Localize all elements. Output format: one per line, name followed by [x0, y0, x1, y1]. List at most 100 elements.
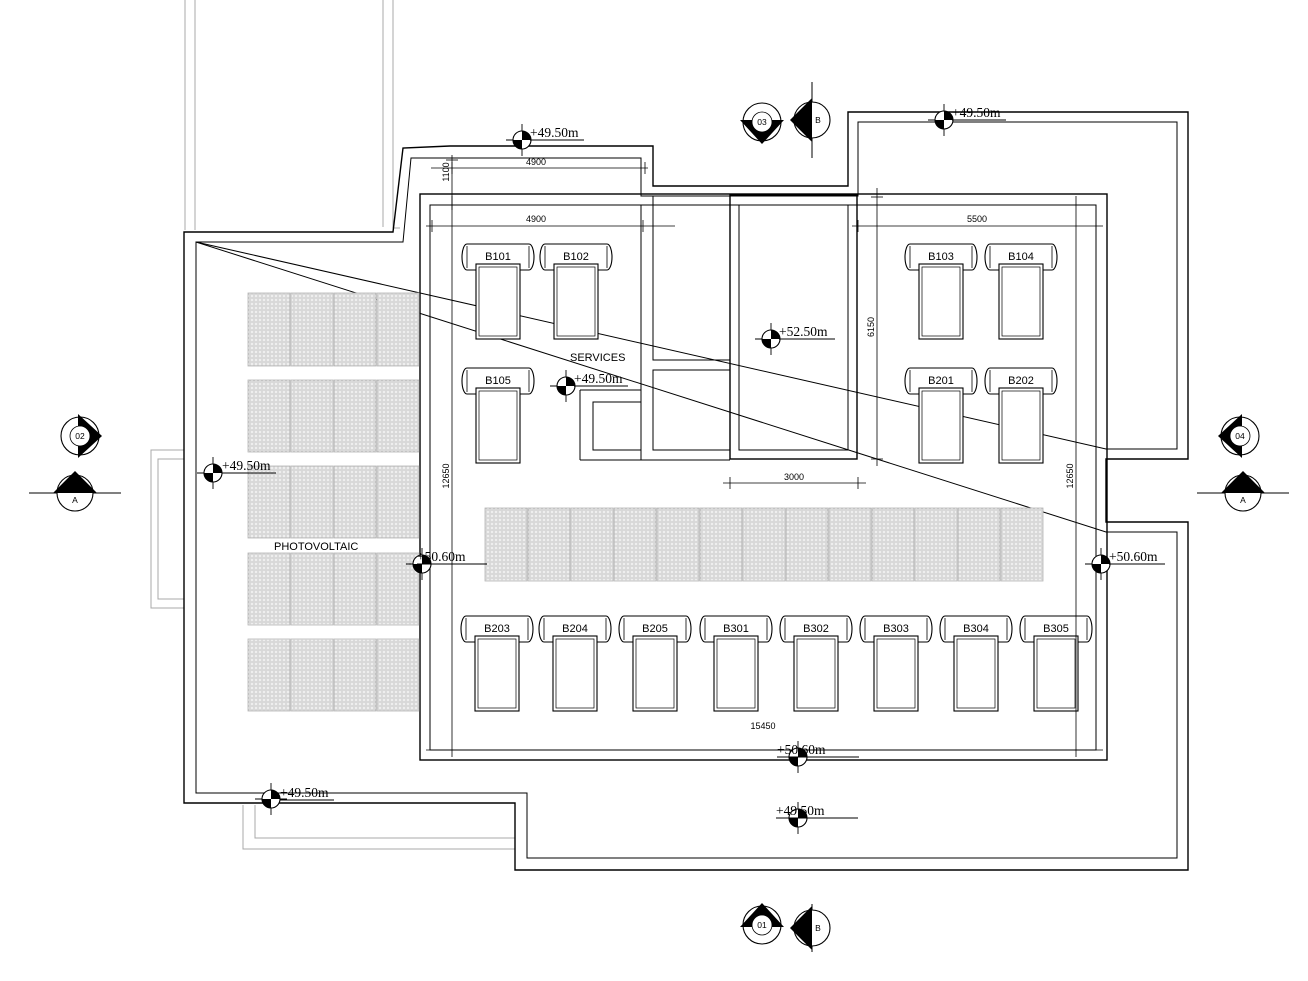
unit-bed: [998, 387, 1044, 464]
unit-b103: B103: [904, 243, 978, 340]
pv-panel: [613, 507, 657, 582]
unit-b303: B303: [859, 615, 933, 712]
pv-panel: [333, 638, 377, 712]
unit-b203: B203: [460, 615, 534, 712]
level-marker-east-edge: +50.60m: [1085, 548, 1165, 580]
dimension-12650-left: 12650: [441, 463, 451, 488]
level-value: +49.50m: [280, 785, 329, 800]
unit-b102: B102: [539, 243, 613, 340]
pv-panel: [376, 552, 420, 626]
unit-b301: B301: [699, 615, 773, 712]
photovoltaic-array-center: [484, 507, 1044, 582]
section-marker-label: A: [72, 495, 78, 505]
level-value: +50.60m: [417, 549, 466, 564]
dimension-1100: 1100: [441, 162, 451, 181]
pv-panel: [247, 379, 291, 453]
pv-panel: [247, 552, 291, 626]
dimension-4900-top: 4900: [526, 157, 546, 167]
pv-panel: [484, 507, 528, 582]
level-marker-top-left: +49.50m: [506, 124, 584, 156]
roof-outline: [183, 111, 1189, 871]
unit-label: B301: [723, 623, 749, 635]
unit-b205: B205: [618, 615, 692, 712]
pv-panel: [699, 507, 743, 582]
pv-panel: [527, 507, 571, 582]
level-value: +49.50m: [776, 803, 825, 818]
unit-b305: B305: [1019, 615, 1093, 712]
section-marker-label: B: [815, 923, 821, 933]
level-markers: +49.50m +49.50m +49.50m +52.50m +49.50m +50.6…: [197, 104, 1165, 834]
unit-b304: B304: [939, 615, 1013, 712]
unit-b302: B302: [779, 615, 853, 712]
unit-b104: B104: [984, 243, 1058, 340]
pv-panel: [828, 507, 872, 582]
photovoltaic-label: PHOTOVOLTAIC: [274, 541, 358, 553]
unit-label: B105: [485, 375, 511, 387]
pv-panel: [1000, 507, 1044, 582]
section-marker-a: A: [1197, 471, 1289, 512]
unit-b101: B101: [461, 243, 535, 340]
services-label: SERVICES: [570, 352, 625, 364]
pv-panel: [290, 292, 334, 367]
elevation-marker-02: 02: [60, 414, 102, 458]
level-value: +49.50m: [530, 125, 579, 140]
dimension-6150: 6150: [866, 317, 876, 337]
level-marker-left: +49.50m: [197, 457, 276, 489]
unit-label: B304: [963, 623, 989, 635]
dimension-12650-right: 12650: [1065, 463, 1075, 488]
level-marker-services: +49.50m: [550, 370, 628, 402]
unit-b105: B105: [461, 367, 535, 464]
unit-bed: [793, 635, 839, 712]
dimension-lines: [426, 155, 1103, 757]
section-marker-b: B: [790, 904, 831, 952]
level-value: +50.60m: [777, 742, 826, 757]
level-value: +49.50m: [222, 458, 271, 473]
level-marker-bottom-center: +49.50m: [776, 802, 858, 834]
unit-label: B302: [803, 623, 829, 635]
level-marker-top-right: +49.50m: [928, 104, 1006, 136]
section-marker-b: B: [790, 82, 831, 158]
dimension-15450: 15450: [750, 721, 775, 731]
unit-bed: [918, 263, 964, 340]
unit-label: B205: [642, 623, 668, 635]
central-void: [729, 194, 858, 460]
elevation-marker-04: 04: [1218, 414, 1260, 458]
pv-panel: [290, 552, 334, 626]
elevation-marker-label: 04: [1235, 431, 1245, 441]
unit-label: B303: [883, 623, 909, 635]
unit-label: B102: [563, 251, 589, 263]
unit-bed: [953, 635, 999, 712]
unit-bed: [998, 263, 1044, 340]
level-marker-shaft: +52.50m: [755, 323, 835, 355]
unit-label: B203: [484, 623, 510, 635]
services-walls: [579, 196, 731, 461]
pv-panel: [247, 292, 291, 367]
unit-label: B103: [928, 251, 954, 263]
unit-label: B202: [1008, 375, 1034, 387]
pv-panel: [333, 292, 377, 367]
unit-bed: [474, 635, 520, 712]
elevation-marker-label: 02: [75, 431, 85, 441]
level-value: +52.50m: [779, 324, 828, 339]
pv-panel: [333, 465, 377, 539]
pv-panel: [333, 552, 377, 626]
unit-bed: [553, 263, 599, 340]
unit-label: B201: [928, 375, 954, 387]
dimension-3000: 3000: [784, 472, 804, 482]
elevation-marker-label: 01: [757, 920, 767, 930]
section-marker-label: B: [815, 115, 821, 125]
pv-panel: [290, 379, 334, 453]
unit-label: B305: [1043, 623, 1069, 635]
unit-bed: [475, 263, 521, 340]
elevation-marker-label: 03: [757, 117, 767, 127]
level-marker-south-edge: +50.60m: [777, 741, 859, 773]
unit-bed: [475, 387, 521, 464]
unit-label: B104: [1008, 251, 1034, 263]
pv-panel: [290, 465, 334, 539]
pv-panel: [742, 507, 786, 582]
pv-panel: [376, 379, 420, 453]
section-marker-a: A: [29, 471, 121, 512]
